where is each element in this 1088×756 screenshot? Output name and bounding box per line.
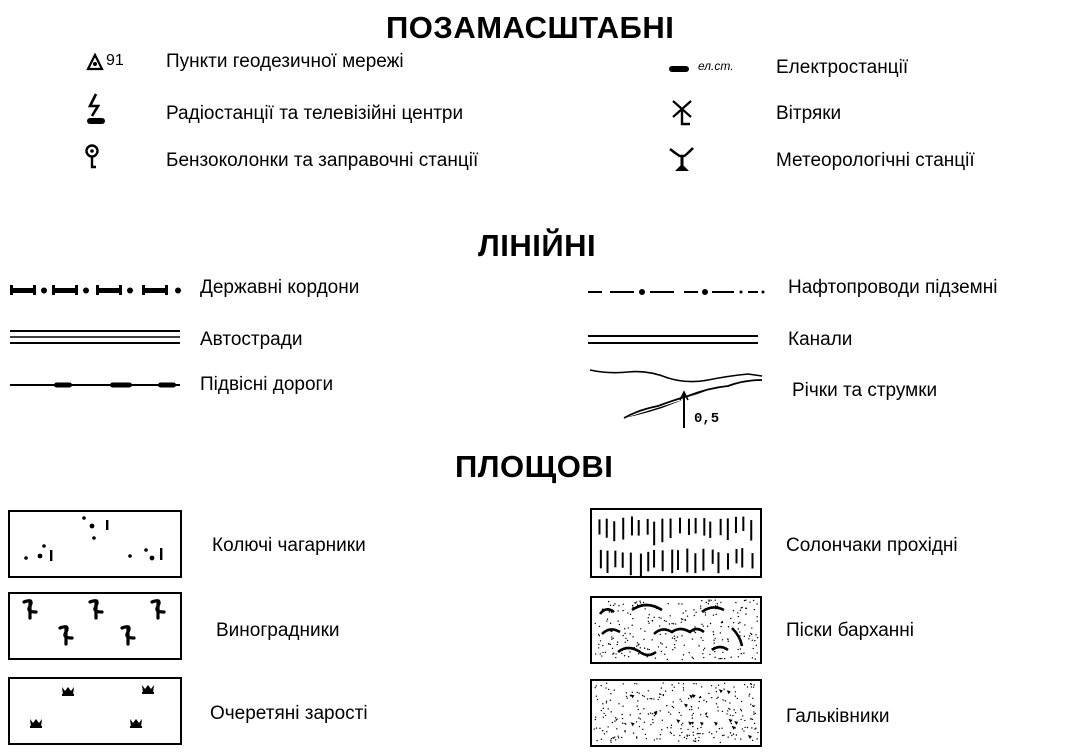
cable-road-line — [10, 378, 182, 392]
section-title-area: ПЛОЩОВІ — [455, 449, 614, 484]
section-title-linear: ЛІНІЙНІ — [478, 228, 597, 263]
fuel-pump-icon — [84, 143, 104, 173]
river-speed: 0,5 — [694, 411, 720, 427]
power-station-abbr: ел.ст. — [698, 59, 734, 73]
barchan-sand-pattern — [590, 596, 762, 664]
label-power-stations: Електростанції — [776, 57, 909, 78]
power-station-icon — [668, 63, 692, 75]
salt-marsh-pattern — [590, 508, 762, 578]
reed-thicket-pattern — [8, 677, 182, 745]
label-highways: Автостради — [200, 329, 303, 350]
vineyard-pattern — [8, 592, 182, 660]
label-reed-thickets: Очеретяні зарості — [210, 703, 368, 724]
label-rivers: Річки та струмки — [792, 380, 938, 401]
label-state-borders: Державні кордони — [200, 277, 360, 298]
underground-pipeline-line — [588, 284, 766, 298]
geodetic-number: 91 — [106, 52, 124, 69]
label-thorny-shrubs: Колючі чагарники — [212, 535, 366, 556]
thorny-shrubs-pattern — [8, 510, 182, 578]
label-weather-stations: Метеорологічні станції — [776, 150, 975, 171]
label-radio-stations: Радіостанції та телевізійні центри — [166, 103, 464, 124]
label-salt-marsh: Солончаки прохідні — [786, 535, 958, 556]
label-underground-pipelines: Нафтопроводи підземні — [788, 277, 998, 298]
river-line — [588, 366, 766, 430]
state-border-line — [10, 282, 185, 298]
triangle-geodetic-icon — [86, 52, 136, 72]
canal-line — [588, 333, 760, 347]
label-vineyards: Виноградники — [216, 620, 340, 641]
windmill-icon — [670, 98, 696, 130]
label-cable-roads: Підвісні дороги — [200, 374, 334, 395]
highway-line — [10, 328, 182, 348]
label-pebbles: Гальківники — [786, 706, 890, 727]
label-geodetic-network: Пункти геодезичної мережі — [166, 51, 404, 72]
label-windmills: Вітряки — [776, 103, 842, 124]
pebble-pattern — [590, 679, 762, 747]
label-barchan-sands: Піски барханні — [786, 620, 915, 641]
label-fuel-stations: Бензоколонки та заправочні станції — [166, 150, 479, 171]
weather-station-icon — [667, 144, 697, 174]
section-title-point: ПОЗАМАСШТАБНІ — [386, 10, 675, 45]
radio-tower-icon — [84, 92, 110, 128]
label-canals: Канали — [788, 329, 853, 350]
